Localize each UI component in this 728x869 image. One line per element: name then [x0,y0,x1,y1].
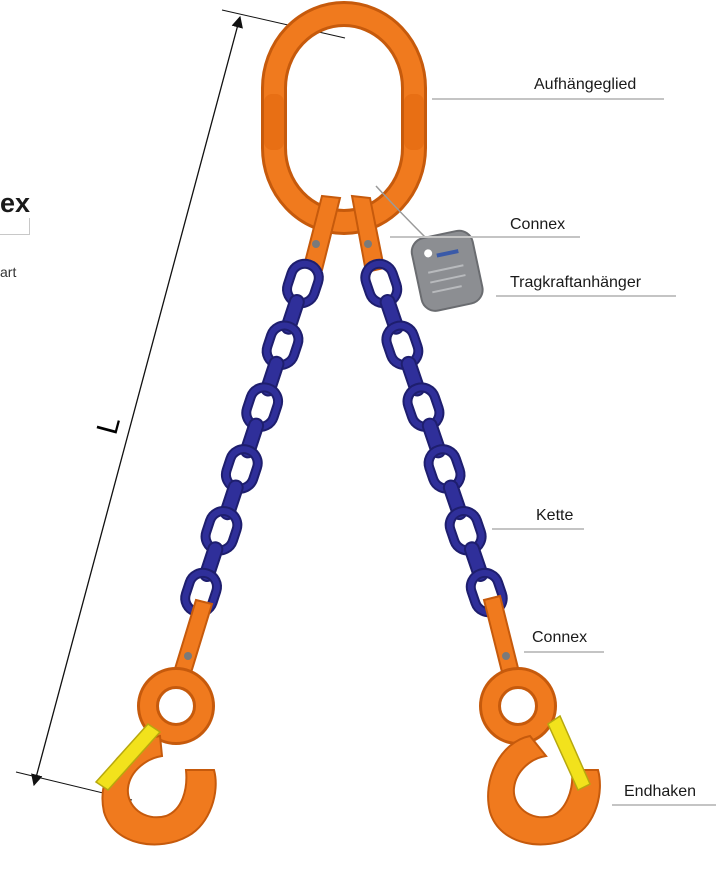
hook-body-left [102,736,215,844]
dimension-arrow [34,17,240,785]
load-capacity-tag [409,228,485,313]
hook-latch-right [548,716,590,790]
callout-load-tag: Tragkraftanhänger [510,274,641,292]
callout-connex-bottom: Connex [532,629,587,647]
connex-bottom-right [484,596,518,672]
chain-leg-right [362,260,507,616]
callout-chain: Kette [536,507,573,525]
callout-connex-top: Connex [510,216,565,234]
master-link-weld-left [264,94,284,150]
callout-end-hook: Endhaken [624,783,696,801]
master-link-weld-right [404,94,424,150]
callout-master-link: Aufhängeglied [534,76,636,94]
chain-leg-left [182,260,323,616]
hook-body-right [488,736,600,844]
dimension-label: L [91,413,127,438]
connex-bottom-left [174,600,212,676]
end-assembly-left [96,600,216,844]
master-link [264,14,424,222]
